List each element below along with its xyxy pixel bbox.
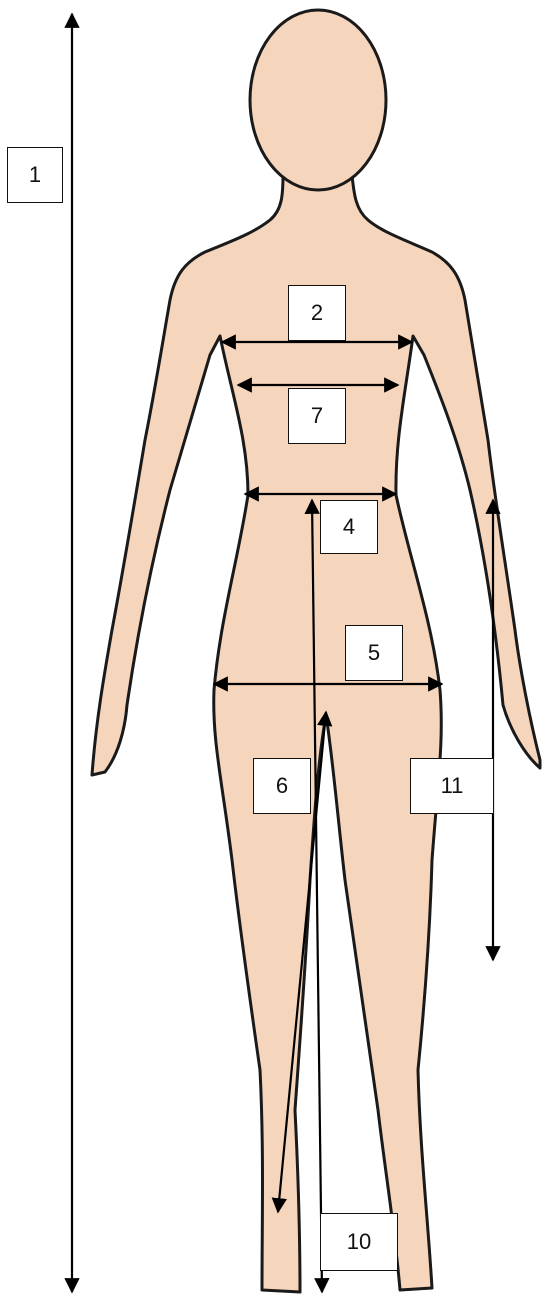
body-silhouette [92, 10, 540, 1292]
head [250, 10, 386, 190]
label-5: 5 [345, 625, 403, 681]
label-7: 7 [288, 388, 346, 444]
label-11: 11 [410, 758, 494, 814]
label-6: 6 [253, 758, 311, 814]
label-2: 2 [288, 285, 346, 341]
label-4: 4 [320, 500, 378, 554]
label-1: 1 [7, 147, 63, 203]
label-10: 10 [320, 1213, 398, 1271]
